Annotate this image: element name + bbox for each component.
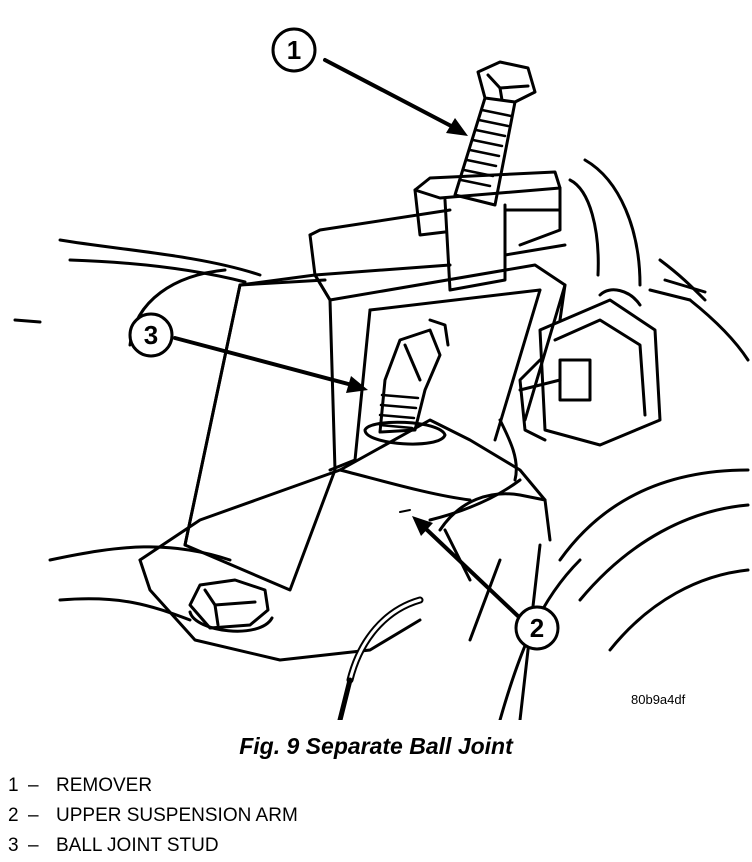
ball-joint-stud <box>363 318 450 446</box>
callout-2: 2 <box>514 605 560 651</box>
electrical-connector <box>498 288 662 482</box>
callout-3-number: 3 <box>144 320 158 350</box>
callout-2-number: 2 <box>530 613 544 643</box>
callout-3: 3 <box>128 312 174 358</box>
legend-item: 3–BALL JOINT STUD <box>8 831 298 861</box>
leader-arrows <box>173 58 522 620</box>
legend: 1–REMOVER 2–UPPER SUSPENSION ARM 3–BALL … <box>8 771 298 861</box>
legend-separator: – <box>28 835 39 856</box>
callout-1: 1 <box>271 27 317 73</box>
figure-caption: Fig. 9 Separate Ball Joint <box>239 733 513 759</box>
legend-number: 1 <box>8 775 19 796</box>
legend-label: BALL JOINT STUD <box>56 835 219 856</box>
legend-separator: – <box>28 805 39 826</box>
ball-joint-diagram: 1 2 3 <box>13 27 750 720</box>
legend-label: REMOVER <box>56 775 153 796</box>
remover-tool <box>183 170 567 592</box>
legend-number: 2 <box>8 805 19 826</box>
legend-separator: – <box>28 775 39 796</box>
upper-suspension-arm <box>138 418 552 720</box>
forcing-screw <box>453 60 537 207</box>
legend-label: UPPER SUSPENSION ARM <box>56 805 298 826</box>
legend-item: 1–REMOVER <box>8 771 298 801</box>
callout-1-number: 1 <box>287 35 301 65</box>
background-components <box>13 158 750 720</box>
legend-item: 2–UPPER SUSPENSION ARM <box>8 801 298 831</box>
image-code: 80b9a4df <box>631 692 686 707</box>
legend-number: 3 <box>8 835 19 856</box>
